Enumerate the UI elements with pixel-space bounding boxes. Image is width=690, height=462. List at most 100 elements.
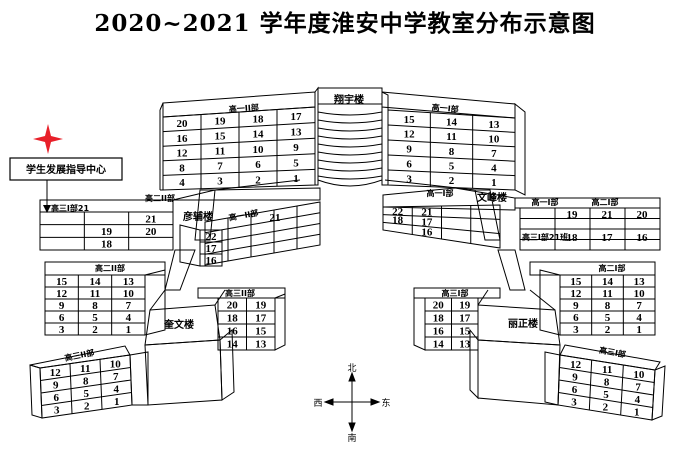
classroom-cell: 15	[459, 326, 471, 338]
building-yanfu: 彦辅楼	[183, 210, 213, 223]
classroom-cell: 16	[433, 326, 445, 338]
classroom-cell: 17	[421, 217, 433, 229]
label-xy-left: 高一II部	[229, 102, 260, 114]
classroom-cell: 7	[217, 161, 223, 173]
classroom-cell: 2	[603, 401, 609, 413]
classroom-cell: 4	[179, 177, 185, 189]
classroom-cell: 3	[217, 176, 223, 188]
classroom-cell: 18	[101, 239, 113, 251]
classroom-cell: 5	[449, 160, 455, 172]
classroom-cell: 19	[215, 116, 227, 128]
classroom-cell: 8	[92, 300, 98, 312]
classroom-cell: 14	[602, 276, 614, 288]
classroom-cell: 1	[126, 324, 132, 336]
classroom-cell: 11	[215, 146, 225, 158]
classroom-cell: 6	[255, 159, 261, 171]
label-left-mid: 高二II部	[95, 263, 125, 273]
classroom-cell: 19	[459, 300, 471, 312]
classroom-cell: 1	[634, 406, 640, 418]
classroom-cell: 2	[605, 324, 611, 336]
compass-south: 南	[347, 432, 356, 444]
classroom-cell: 21	[145, 213, 156, 225]
classroom-cell: 9	[59, 300, 65, 312]
classroom-cell: 11	[90, 288, 100, 300]
label-wenfeng: 高一I部	[427, 188, 454, 198]
classroom-cell: 20	[637, 209, 649, 221]
classroom-cell: 2	[255, 174, 261, 186]
classroom-cell: 18	[253, 113, 265, 125]
classroom-cell: 19	[567, 209, 579, 221]
classroom-cell: 7	[126, 300, 132, 312]
classroom-cell: 2	[449, 175, 455, 187]
classroom-cell: 18	[567, 232, 579, 244]
classroom-cell: 9	[572, 371, 578, 383]
classroom-cell: 7	[491, 148, 497, 160]
classroom-cell: 16	[421, 227, 433, 239]
building-kuiwen: 奎文楼	[163, 318, 194, 331]
classroom-cell: 18	[392, 215, 404, 227]
classroom-cell: 17	[291, 111, 303, 123]
classroom-cell: 10	[488, 133, 500, 145]
classroom-cell: 4	[114, 383, 120, 395]
classroom-cell: 13	[255, 339, 267, 351]
classroom-cell: 4	[126, 312, 132, 324]
callout-box	[9, 157, 123, 181]
classroom-cell: 7	[635, 381, 641, 393]
classroom-cell: 5	[84, 388, 90, 400]
classroom-cell: 12	[404, 129, 416, 141]
classroom-cell: 4	[491, 162, 497, 174]
classroom-cell: 9	[406, 144, 412, 156]
classroom-cell: 3	[406, 173, 412, 185]
classroom-cell: 7	[636, 300, 642, 312]
building-lizheng: 丽正楼	[508, 317, 538, 330]
classroom-cell: 18	[433, 313, 445, 325]
classroom-cell: 7	[113, 371, 119, 383]
classroom-cell: 3	[59, 324, 65, 336]
classroom-cell: 6	[54, 392, 60, 404]
label-left-center: 高三II部	[225, 288, 255, 298]
classroom-cell: 15	[56, 276, 68, 288]
classroom-cell: 16	[637, 232, 649, 244]
classroom-cell: 12	[50, 367, 62, 379]
classroom-cell: 10	[634, 288, 646, 300]
label-yanfu-side: 高一II部	[228, 208, 259, 223]
classroom-cell: 20	[433, 300, 445, 312]
location-star-icon	[33, 124, 63, 154]
label-right-upper: 高一I部	[532, 197, 559, 207]
classroom-cell: 10	[110, 358, 122, 370]
classroom-cell: 15	[255, 326, 267, 338]
classroom-cell: 19	[101, 226, 113, 238]
label-right-upper-2: 高二I部	[592, 197, 619, 207]
label-xy-right: 高一I部	[431, 102, 459, 114]
classroom-cell: 17	[602, 232, 614, 244]
classroom-cell: 17	[255, 313, 267, 325]
classroom-cell: 5	[603, 389, 609, 401]
classroom-cell: 13	[488, 119, 500, 131]
classroom-cell: 18	[227, 313, 239, 325]
callout-text: 学生发展指导中心	[26, 163, 106, 176]
classroom-cell: 21	[602, 209, 613, 221]
classroom-cell: 11	[80, 363, 90, 375]
label-right-center: 高三I部	[442, 288, 469, 298]
classroom-cell: 20	[227, 300, 239, 312]
classroom-cell: 9	[573, 300, 579, 312]
classroom-cell: 15	[404, 114, 416, 126]
classroom-cell: 10	[633, 369, 645, 381]
classroom-cell: 3	[54, 405, 60, 417]
classroom-cell: 15	[570, 276, 582, 288]
classroom-cell: 4	[635, 394, 641, 406]
classroom-cell: 12	[56, 288, 68, 300]
classroom-cell: 13	[123, 276, 135, 288]
classroom-cell: 11	[602, 288, 612, 300]
classroom-cell: 2	[92, 324, 98, 336]
classroom-cell: 11	[446, 131, 456, 143]
classroom-cell: 12	[177, 148, 189, 160]
classroom-cell: 16	[227, 326, 239, 338]
classroom-cell: 11	[602, 364, 612, 376]
building-wenfeng: 文峰楼	[477, 191, 507, 204]
classroom-cell: 14	[253, 129, 265, 141]
classroom-cell: 22	[206, 231, 218, 243]
classroom-cell: 1	[491, 177, 497, 189]
classroom-cell: 1	[114, 396, 120, 408]
